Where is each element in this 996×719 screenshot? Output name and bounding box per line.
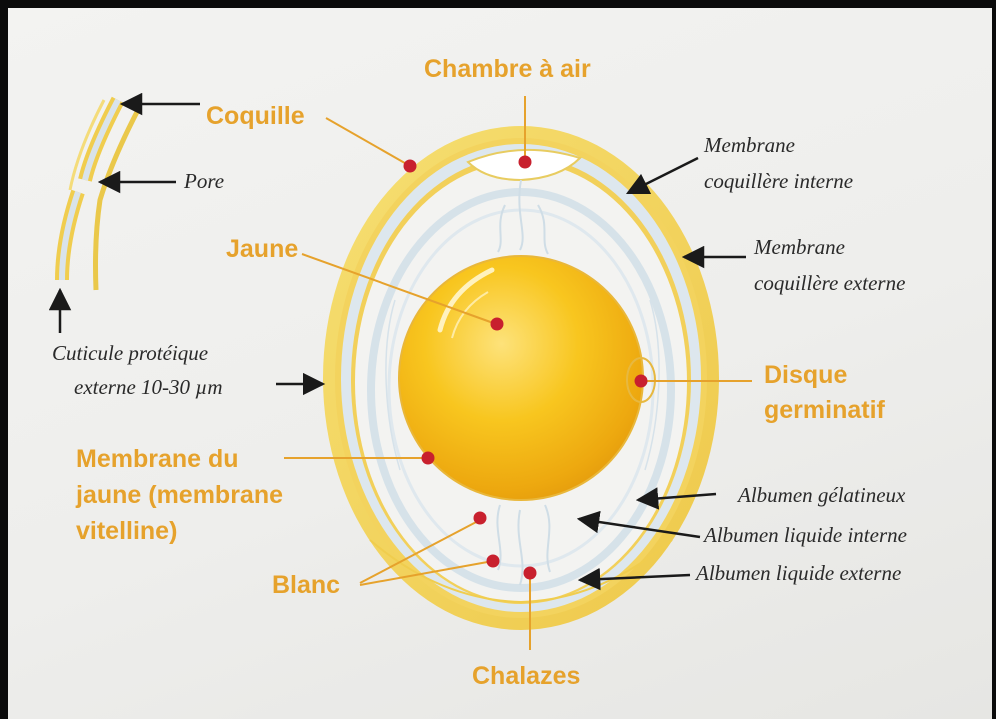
marker-blanc-1	[474, 512, 487, 525]
label-membrane-externe-l1: Membrane	[753, 235, 845, 259]
label-chambre-a-air: Chambre à air	[424, 55, 591, 83]
label-albumen-liquide-interne: Albumen liquide interne	[702, 523, 907, 547]
marker-chambre-a-air	[519, 156, 532, 169]
marker-disque-germinatif	[635, 375, 648, 388]
label-cuticule-l1: Cuticule protéique	[52, 341, 208, 365]
label-membrane-interne-l1: Membrane	[703, 133, 795, 157]
label-disque-l2: germinatif	[764, 396, 886, 424]
label-cuticule-l2: externe 10-30 µm	[74, 375, 223, 399]
label-membrane-jaune-l2: jaune (membrane	[75, 481, 283, 509]
marker-coquille	[404, 160, 417, 173]
label-pore: Pore	[183, 169, 224, 193]
label-coquille: Coquille	[206, 102, 305, 130]
yolk	[399, 256, 643, 500]
marker-jaune	[491, 318, 504, 331]
label-membrane-jaune-l3: vitelline)	[76, 517, 177, 545]
label-albumen-gelatineux: Albumen gélatineux	[736, 483, 906, 507]
label-chalazes: Chalazes	[472, 662, 580, 690]
label-membrane-externe-l2: coquillère externe	[754, 271, 905, 295]
marker-blanc-2	[487, 555, 500, 568]
label-membrane-jaune-l1: Membrane du	[76, 445, 239, 473]
marker-chalazes	[524, 567, 537, 580]
egg	[323, 126, 719, 630]
marker-membrane-vitelline	[422, 452, 435, 465]
label-jaune: Jaune	[226, 235, 298, 263]
shell-cross-section	[62, 100, 138, 290]
label-disque-l1: Disque	[764, 361, 847, 389]
label-blanc: Blanc	[272, 571, 340, 599]
label-albumen-liquide-externe: Albumen liquide externe	[694, 561, 901, 585]
label-membrane-interne-l2: coquillère interne	[704, 169, 853, 193]
